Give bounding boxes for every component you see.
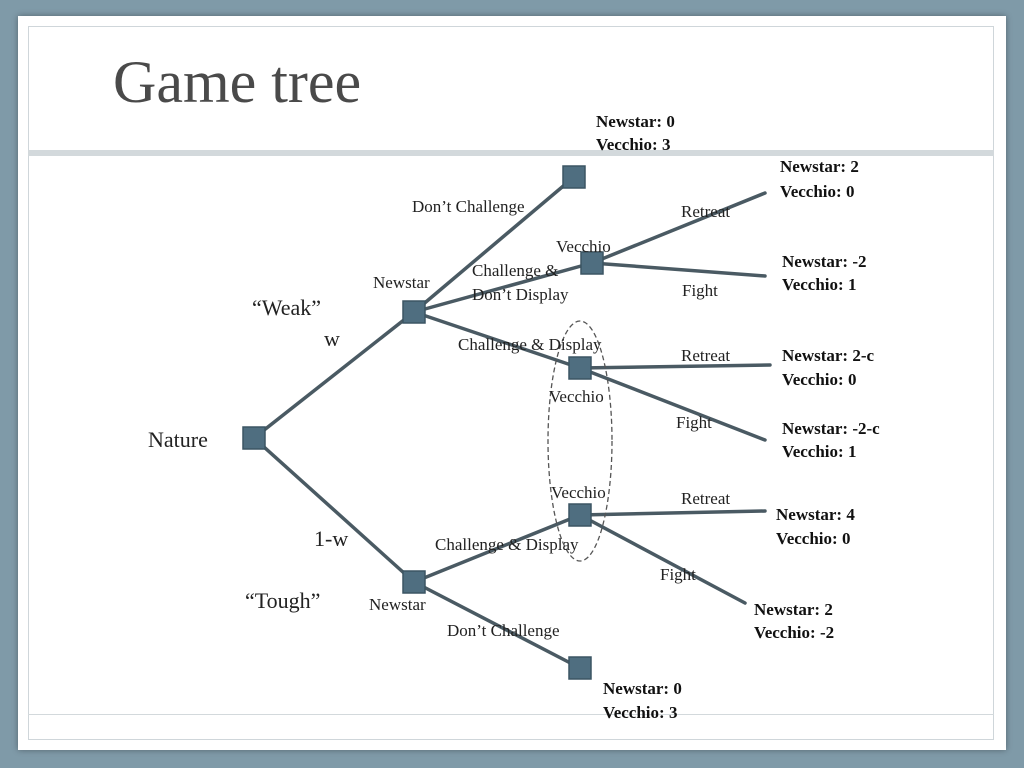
edge-fight-3 (578, 513, 747, 605)
label-type-weak: “Weak” (252, 295, 321, 320)
edge-weak-dont-challenge (412, 175, 576, 314)
node-terminal-dont-challenge-tough (568, 656, 592, 680)
edge-nature-weak (252, 310, 416, 440)
payoff-3-vecchio: Vecchio: 1 (782, 275, 856, 294)
information-set-ellipse (547, 320, 613, 562)
payoff-1-vecchio: Vecchio: 3 (596, 135, 670, 154)
payoff-6-vecchio: Vecchio: 0 (776, 529, 850, 548)
label-nature: Nature (148, 427, 208, 452)
node-vecchio-display-weak (568, 356, 592, 380)
payoff-6-newstar: Newstar: 4 (776, 505, 855, 524)
payoff-7-newstar: Newstar: 2 (754, 600, 833, 619)
payoff-5-newstar: Newstar: -2-c (782, 419, 880, 438)
label-challenge-display-tough: Challenge & Display (435, 535, 579, 554)
label-challenge-dont-display-1: Challenge & (472, 261, 558, 280)
label-retreat-2: Retreat (681, 346, 730, 365)
label-newstar-tough: Newstar (369, 595, 426, 614)
edge-retreat-1 (590, 191, 767, 265)
edge-nature-tough (252, 436, 416, 584)
node-nature (242, 426, 266, 450)
edge-retreat-2 (578, 363, 772, 370)
edge-tough-dont-challenge (412, 580, 582, 670)
label-retreat-3: Retreat (681, 489, 730, 508)
footer-divider (28, 714, 994, 715)
node-vecchio-dont-display (580, 251, 604, 275)
label-fight-1: Fight (682, 281, 718, 300)
label-dont-challenge-tough: Don’t Challenge (447, 621, 560, 640)
label-vecchio-dont-display: Vecchio (556, 237, 611, 256)
node-newstar-weak (402, 300, 426, 324)
label-challenge-dont-display-2: Don’t Display (472, 285, 569, 304)
label-fight-2: Fight (676, 413, 712, 432)
label-dont-challenge-weak: Don’t Challenge (412, 197, 525, 216)
node-vecchio-display-tough (568, 503, 592, 527)
title-divider (28, 150, 994, 156)
payoff-8-newstar: Newstar: 0 (603, 679, 682, 698)
label-prob-tough: 1-w (314, 526, 348, 551)
payoff-7-vecchio: Vecchio: -2 (754, 623, 834, 642)
edge-fight-2 (578, 366, 767, 442)
edge-retreat-3 (578, 509, 767, 517)
label-vecchio-display-weak: Vecchio (549, 387, 604, 406)
edge-weak-challenge-dont-display (412, 261, 594, 314)
edge-fight-1 (590, 261, 767, 278)
label-retreat-1: Retreat (681, 202, 730, 221)
label-prob-weak: w (324, 326, 340, 351)
node-newstar-tough (402, 570, 426, 594)
slide-frame (28, 26, 994, 740)
label-newstar-weak: Newstar (373, 273, 430, 292)
edge-weak-challenge-display (412, 310, 582, 370)
node-terminal-dont-challenge-weak (562, 165, 586, 189)
payoff-8-vecchio: Vecchio: 3 (603, 703, 677, 722)
label-challenge-display-weak: Challenge & Display (458, 335, 602, 354)
payoff-2-newstar: Newstar: 2 (780, 157, 859, 176)
label-fight-3: Fight (660, 565, 696, 584)
label-type-tough: “Tough” (245, 588, 320, 613)
edge-tough-challenge-display (412, 513, 582, 584)
payoff-3-newstar: Newstar: -2 (782, 252, 867, 271)
label-vecchio-display-tough: Vecchio (551, 483, 606, 502)
payoff-1-newstar: Newstar: 0 (596, 112, 675, 131)
payoff-2-vecchio: Vecchio: 0 (780, 182, 854, 201)
payoff-5-vecchio: Vecchio: 1 (782, 442, 856, 461)
payoff-4-vecchio: Vecchio: 0 (782, 370, 856, 389)
payoff-4-newstar: Newstar: 2-c (782, 346, 874, 365)
page-title: Game tree (113, 49, 362, 115)
slide (18, 16, 1006, 750)
